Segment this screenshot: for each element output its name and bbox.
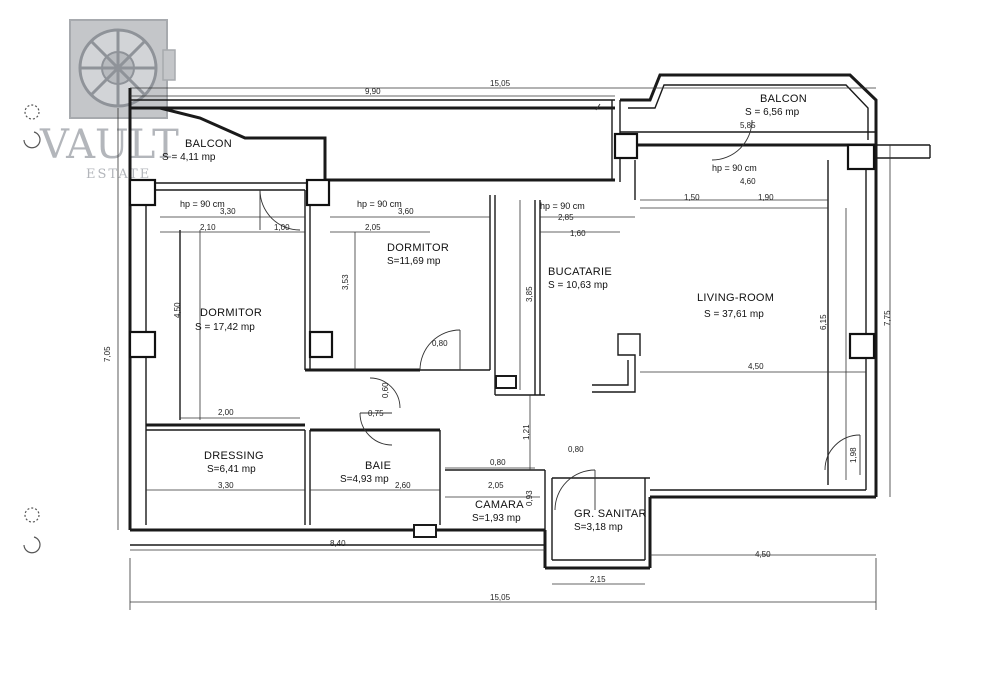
window-label-bucatarie: hp = 90 cm (540, 201, 585, 211)
scan-marks (23, 104, 41, 554)
dim-living-a: 1,50 (684, 193, 700, 202)
logo-name: VAULT (39, 122, 179, 168)
dim-living-width: 4,50 (748, 362, 764, 371)
room-area-dressing: S=6,41 mp (207, 464, 256, 475)
room-name-living-room: LIVING-ROOM (697, 292, 774, 304)
room-name-camara: CAMARA (475, 499, 524, 511)
dim-room3-a: 1,60 (570, 229, 586, 238)
room-name-baie: BAIE (365, 460, 391, 472)
room-name-dormitor-1: DORMITOR (200, 307, 262, 319)
dim-room1-b: 1,00 (274, 223, 290, 232)
dim-door-060: 0,60 (381, 382, 390, 398)
dim-gr-sanitar-door: 0,80 (568, 445, 584, 454)
room-name-dressing: DRESSING (204, 450, 264, 462)
dimension-lines (117, 87, 891, 610)
room-area-bucatarie: S = 10,63 mp (548, 280, 608, 291)
dim-small-vertical: 1,21 (522, 424, 531, 440)
dim-room1-width: 3,30 (220, 207, 236, 216)
dim-top-total: 15,05 (490, 79, 511, 88)
dim-baie-width: 2,60 (395, 481, 411, 490)
dim-wardrobe: 2,00 (218, 408, 234, 417)
room-area-dormitor-1: S = 17,42 mp (195, 322, 255, 333)
dim-door-080a: 0,80 (432, 339, 448, 348)
dim-room2-width: 3,60 (398, 207, 414, 216)
outer-walls (128, 99, 931, 570)
dim-top-left: 9,90 (365, 87, 381, 96)
room-area-camara: S=1,93 mp (472, 513, 521, 524)
room-name-balcon-right: BALCON (760, 93, 807, 105)
dim-right-height: 7,75 (883, 310, 892, 326)
room-area-baie: S=4,93 mp (340, 474, 389, 485)
room-name-dormitor-2: DORMITOR (387, 242, 449, 254)
room-name-gr-sanitar: GR. SANITAR (574, 508, 647, 520)
room-area-dormitor-2: S=11,69 mp (387, 256, 441, 267)
window-label-dormitor-2: hp = 90 cm (357, 199, 402, 209)
dim-bottom-left: 8,40 (330, 539, 346, 548)
room-area-gr-sanitar: S=3,18 mp (574, 522, 623, 533)
dim-dormitor2-height: 3,53 (341, 274, 350, 290)
dim-room1-a: 2,10 (200, 223, 216, 232)
dim-bottom-total: 15,05 (490, 593, 511, 602)
room-name-balcon-left: BALCON (185, 138, 232, 150)
room-name-bucatarie: BUCATARIE (548, 266, 612, 278)
door-swings (259, 103, 861, 511)
dim-bucatarie-height: 3,85 (525, 286, 534, 302)
dim-right-small: 1,98 (849, 447, 858, 463)
dim-left-height: 7,05 (103, 346, 112, 362)
dim-camara-width: 2,05 (488, 481, 504, 490)
window-label-dormitor-1: hp = 90 cm (180, 199, 225, 209)
dim-dormitor-height: 4,50 (173, 302, 182, 318)
dim-gr-sanitar-width: 2,15 (590, 575, 606, 584)
vault-estate-logo: VAULT ESTATE (39, 19, 179, 182)
balcony-right-outline (620, 73, 878, 147)
pillars (128, 132, 876, 538)
dim-door-075: 0,75 (368, 409, 384, 418)
room-labels: BALCON S = 4,11 mp BALCON S = 6,56 mp DO… (162, 93, 807, 533)
dim-camara-door: 0,80 (490, 458, 506, 467)
dim-living-height: 6,15 (819, 314, 828, 330)
dim-balcony-right: 5,85 (740, 121, 756, 130)
dimension-labels: 15,05 9,90 5,85 3,30 2,10 1,00 3,60 2,05… (103, 79, 892, 602)
dim-bottom-right: 4,50 (755, 550, 771, 559)
room-area-balcon-left: S = 4,11 mp (162, 152, 216, 163)
dim-dressing-width: 3,30 (218, 481, 234, 490)
window-height-labels: hp = 90 cm hp = 90 cm hp = 90 cm hp = 90… (180, 163, 757, 211)
dim-living-b: 1,90 (758, 193, 774, 202)
dim-living-c: 4,60 (740, 177, 756, 186)
room-area-living-room: S = 37,61 mp (704, 309, 764, 320)
dim-room2-a: 2,05 (365, 223, 381, 232)
room-area-balcon-right: S = 6,56 mp (745, 107, 800, 118)
dim-room3-width: 2,85 (558, 213, 574, 222)
window-label-living: hp = 90 cm (712, 163, 757, 173)
dim-camara-height: 0,93 (525, 490, 534, 506)
interior-walls (146, 160, 866, 561)
